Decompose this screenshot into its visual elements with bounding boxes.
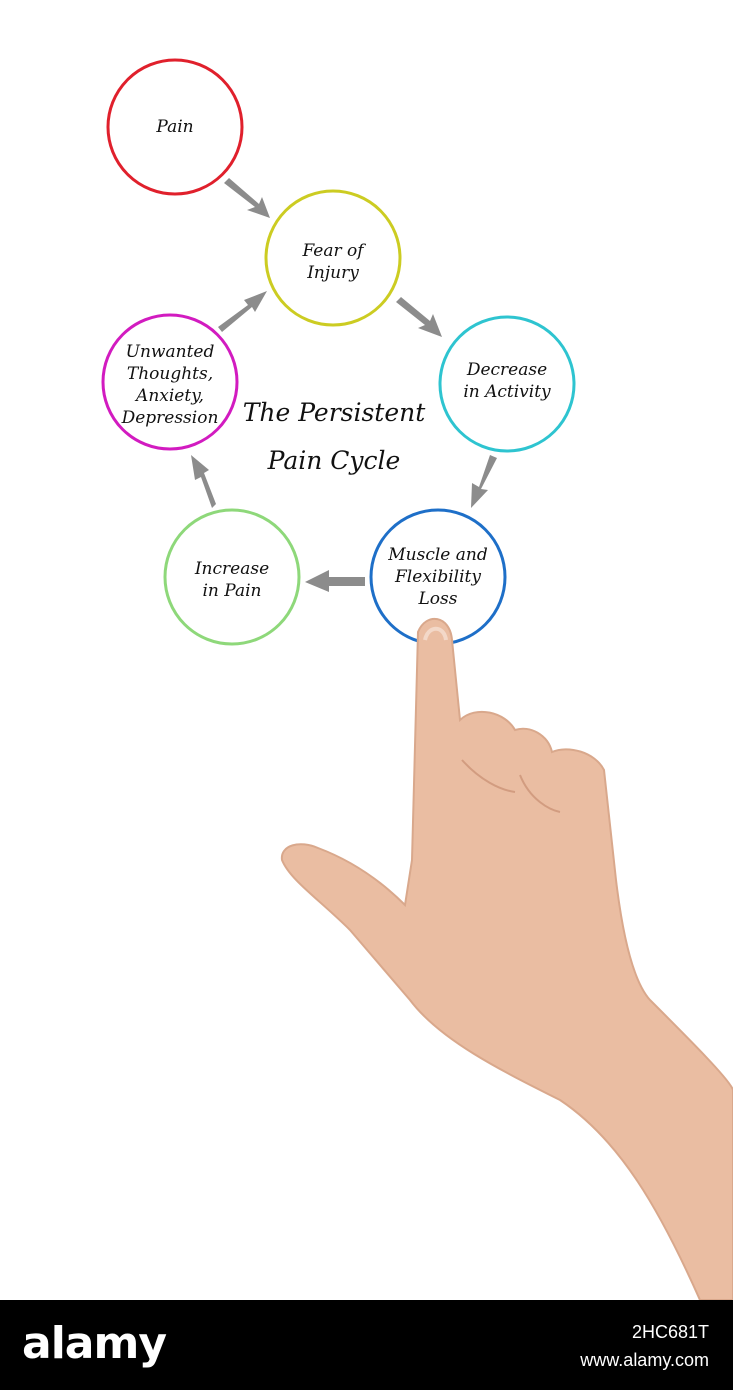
- node-circle-fear-of-injury: [264, 189, 402, 327]
- arrow-increase-to-thoughts: [191, 455, 216, 508]
- node-label-fear-of-injury: Fear of Injury: [302, 241, 364, 283]
- node-label-increase-in-pain: Increase in Pain: [194, 559, 270, 601]
- arrow-pain-to-fear: [224, 178, 270, 218]
- brand-logo: alamy: [22, 1318, 167, 1369]
- image-id: 2HC681T: [631, 1322, 709, 1342]
- node-circle-unwanted-thoughts: [101, 313, 239, 451]
- watermark-footer: alamy 2HC681T www.alamy.com: [0, 1300, 733, 1390]
- node-circle-increase-in-pain: [163, 508, 301, 646]
- arrow-muscle-to-increase: [305, 570, 365, 592]
- pointing-hand-image: [280, 617, 733, 1300]
- node-label-decrease-in-activity: Decrease in Activity: [463, 360, 551, 402]
- diagram-title-line-2: Pain Cycle: [267, 446, 401, 475]
- site-url: www.alamy.com: [580, 1350, 709, 1370]
- arrow-thoughts-to-fear: [218, 291, 267, 332]
- diagram-title-line-1: The Persistent: [242, 398, 426, 427]
- node-label-unwanted-thoughts: Unwanted Thoughts, Anxiety, Depression: [121, 342, 219, 428]
- arrow-decrease-to-muscle: [471, 455, 497, 508]
- arrow-fear-to-decrease: [396, 297, 442, 337]
- node-circle-pain: [106, 58, 244, 196]
- node-label-muscle-loss: Muscle and Flexibility Loss: [388, 545, 488, 609]
- node-circle-decrease-in-activity: [438, 315, 576, 453]
- diagram-canvas: Pain Fear of Injury Decrease in Activity…: [101, 58, 733, 1300]
- arrows: [191, 178, 497, 592]
- node-label-pain: Pain: [156, 117, 194, 137]
